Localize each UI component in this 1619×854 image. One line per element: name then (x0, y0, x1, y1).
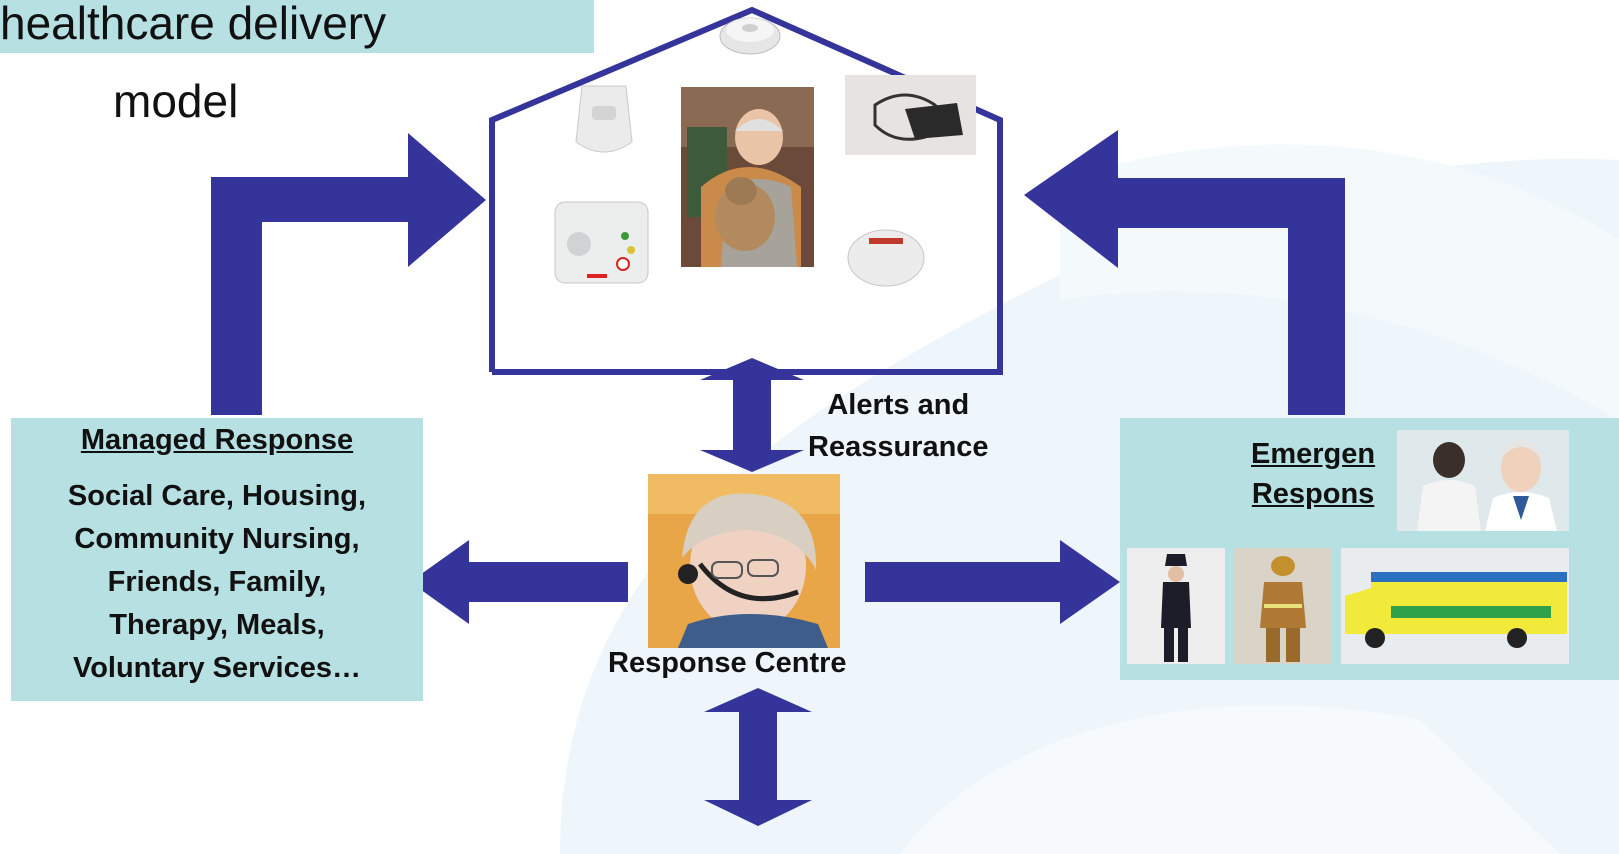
doctors-photo (1397, 430, 1569, 531)
arrow-centre-to-emergency (865, 540, 1120, 624)
title-highlight (0, 0, 594, 53)
service-line: Therapy, Meals, (109, 609, 325, 641)
alerts-label: Alerts and Reassurance (808, 384, 989, 468)
pendant-alarm-icon (845, 224, 927, 288)
page-title-continued: model (113, 75, 239, 127)
arrow-emergency-to-home (1024, 130, 1345, 415)
firefighter-photo (1234, 548, 1332, 664)
service-line: Friends, Family, (107, 566, 327, 598)
alerts-label-line2: Reassurance (808, 431, 989, 463)
response-centre-label: Response Centre (608, 647, 847, 679)
emergency-heading-line1: Emergen (1251, 438, 1376, 470)
house-outline (489, 6, 1003, 375)
managed-response-heading: Managed Response (80, 424, 354, 456)
service-line: Voluntary Services… (73, 652, 361, 684)
managed-response-services: Social Care, Housing, Community Nursing,… (11, 475, 423, 690)
service-line: Social Care, Housing, (67, 480, 367, 512)
blood-pressure-cuff-icon (845, 75, 976, 155)
smoke-detector-icon (718, 6, 782, 62)
service-line: Community Nursing, (74, 523, 360, 555)
alarm-unit-icon (553, 200, 650, 285)
arrow-bottom-double (704, 688, 812, 826)
managed-response-panel: Managed Response Social Care, Housing, C… (11, 418, 423, 701)
alerts-label-line1: Alerts and (827, 389, 970, 421)
emergency-response-heading: Emergen Respons (1251, 434, 1375, 514)
elderly-man-with-dog-photo (681, 87, 814, 267)
emergency-heading-line2: Respons (1251, 478, 1375, 510)
arrow-managed-to-home (211, 133, 486, 415)
motion-sensor-icon (570, 82, 638, 162)
arrow-centre-to-managed (410, 540, 628, 624)
response-centre-operator-photo (648, 474, 840, 648)
arrow-alerts-double (700, 358, 804, 472)
ambulance-photo (1341, 548, 1569, 664)
police-officer-photo (1127, 548, 1225, 664)
page-title: healthcare delivery (0, 0, 387, 49)
